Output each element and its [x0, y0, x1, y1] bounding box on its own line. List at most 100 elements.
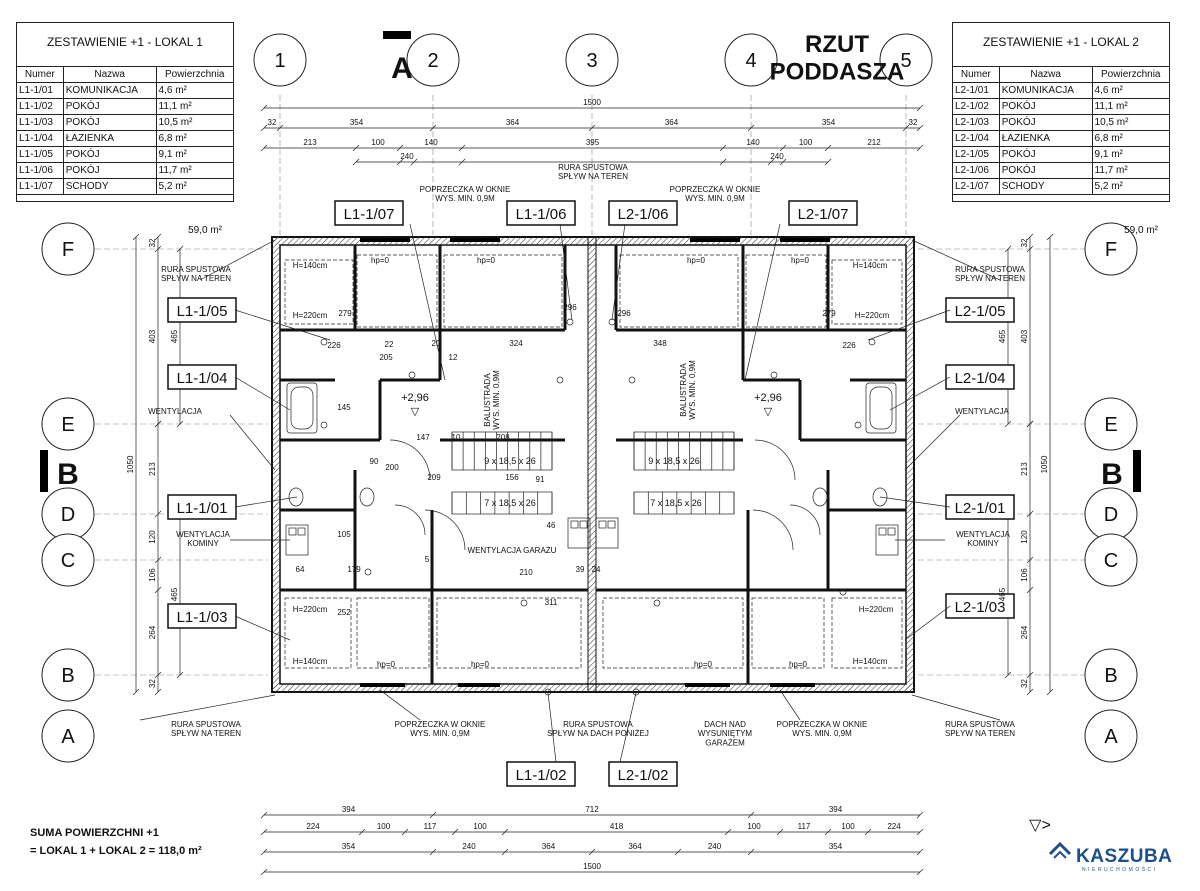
- inner-dim: 210: [519, 568, 533, 577]
- axis-bubble: [253, 33, 307, 87]
- dim-tick: [154, 556, 162, 564]
- dim-label: 354: [822, 118, 836, 127]
- table-cell: L2-1/07: [952, 178, 1000, 195]
- dim-tick: [1004, 671, 1012, 679]
- level-mark: +2,96: [401, 392, 429, 404]
- dim-tick: [401, 828, 409, 836]
- inner-dim: 46: [547, 521, 556, 530]
- height-label: hp=0: [371, 256, 390, 265]
- leader-line: [611, 223, 626, 321]
- room-tag-box: [167, 603, 237, 629]
- axis-label: 1: [274, 50, 285, 72]
- door-swing: [752, 509, 794, 551]
- table-cell: POKÓJ: [62, 146, 157, 163]
- dim-tick: [458, 158, 466, 166]
- dim-label: 117: [424, 822, 437, 831]
- section-mark: B: [1101, 458, 1123, 491]
- room-tag-box: [167, 364, 237, 390]
- room-tag: L1-1/02: [516, 767, 567, 784]
- dim-tick: [588, 848, 596, 856]
- leader-line: [547, 692, 557, 763]
- dim-label: 240: [400, 152, 414, 161]
- leader-line: [409, 223, 446, 381]
- dim-label: 120: [1020, 530, 1029, 544]
- dim-label: 354: [342, 842, 356, 851]
- toilet: [359, 487, 375, 507]
- section-mark: A: [391, 52, 413, 85]
- stair-flight: [451, 491, 553, 515]
- table-cell: ŁAZIENKA: [998, 130, 1093, 147]
- dim-label: 100: [799, 138, 813, 147]
- room-tag: L2-1/04: [955, 370, 1006, 387]
- dim-label: 240: [770, 152, 784, 161]
- stair-label: 7 x 18,5 x 26: [650, 498, 702, 508]
- height-label: H=140cm: [293, 261, 328, 270]
- dim-tick: [916, 811, 924, 819]
- leader-line: [559, 223, 573, 321]
- dim-tick: [352, 144, 360, 152]
- dim-tick: [916, 868, 924, 876]
- inner-dim: 311: [545, 598, 558, 607]
- marker-circle: [566, 318, 574, 326]
- height-label: H=140cm: [853, 657, 888, 666]
- note-balustrade: BALUSTRADAWYS. MIN. 0,9M: [679, 360, 697, 420]
- height-label: hp=0: [471, 660, 490, 669]
- axis-label: F: [62, 239, 74, 261]
- inner-dim: 22: [385, 340, 394, 349]
- dim-tick: [429, 811, 437, 819]
- axis-label: A: [61, 726, 75, 748]
- dim-tick: [429, 848, 437, 856]
- dim-label: 712: [585, 805, 599, 814]
- axis-bubble: [41, 648, 95, 702]
- axis-bubble: [41, 222, 95, 276]
- dim-label: 32: [268, 118, 277, 127]
- room-tag-box: [945, 297, 1015, 323]
- house-logo-icon: [1048, 841, 1072, 859]
- table-cell: POKÓJ: [998, 114, 1093, 131]
- inner-dim: 39: [576, 565, 585, 574]
- table-cell: 6,8 m²: [155, 130, 235, 147]
- dim-tick: [1026, 510, 1034, 518]
- room-tag: L2-1/03: [955, 599, 1006, 616]
- axis-bubble: [41, 533, 95, 587]
- door-swing: [389, 439, 431, 481]
- table-cell: 5,2 m²: [1091, 178, 1171, 195]
- marker-circle: [839, 588, 847, 596]
- leader-line: [904, 414, 961, 471]
- room-tag: L2-1/02: [618, 767, 669, 784]
- inner-dim: 200: [385, 463, 399, 472]
- dim-tick: [1004, 245, 1012, 253]
- room-tag-box: [608, 200, 678, 226]
- dim-label: 465: [998, 329, 1007, 343]
- height-label: hp=0: [789, 660, 808, 669]
- leader-line: [229, 414, 276, 471]
- party-wall: [587, 236, 597, 693]
- dormer-outline: [284, 597, 352, 669]
- table-header: Powierzchnia: [1091, 66, 1171, 83]
- room-tag-box: [945, 494, 1015, 520]
- axis-bubble: [41, 397, 95, 451]
- marker-circle: [556, 376, 564, 384]
- dim-label: 403: [1020, 329, 1029, 343]
- stair-label: 9 x 18,5 x 26: [648, 456, 700, 466]
- table-header: Numer: [952, 66, 1000, 83]
- dim-tick: [916, 104, 924, 112]
- dim-label: 1050: [126, 455, 135, 473]
- table-cell: POKÓJ: [62, 162, 157, 179]
- table-cell: SCHODY: [62, 178, 157, 195]
- note-balustrade: BALUSTRADAWYS. MIN. 0,9M: [483, 370, 501, 430]
- inner-dim: 12: [449, 353, 458, 362]
- dim-tick: [767, 158, 775, 166]
- door-swing: [394, 504, 426, 536]
- bathtub: [286, 382, 318, 434]
- leader-line: [199, 239, 276, 281]
